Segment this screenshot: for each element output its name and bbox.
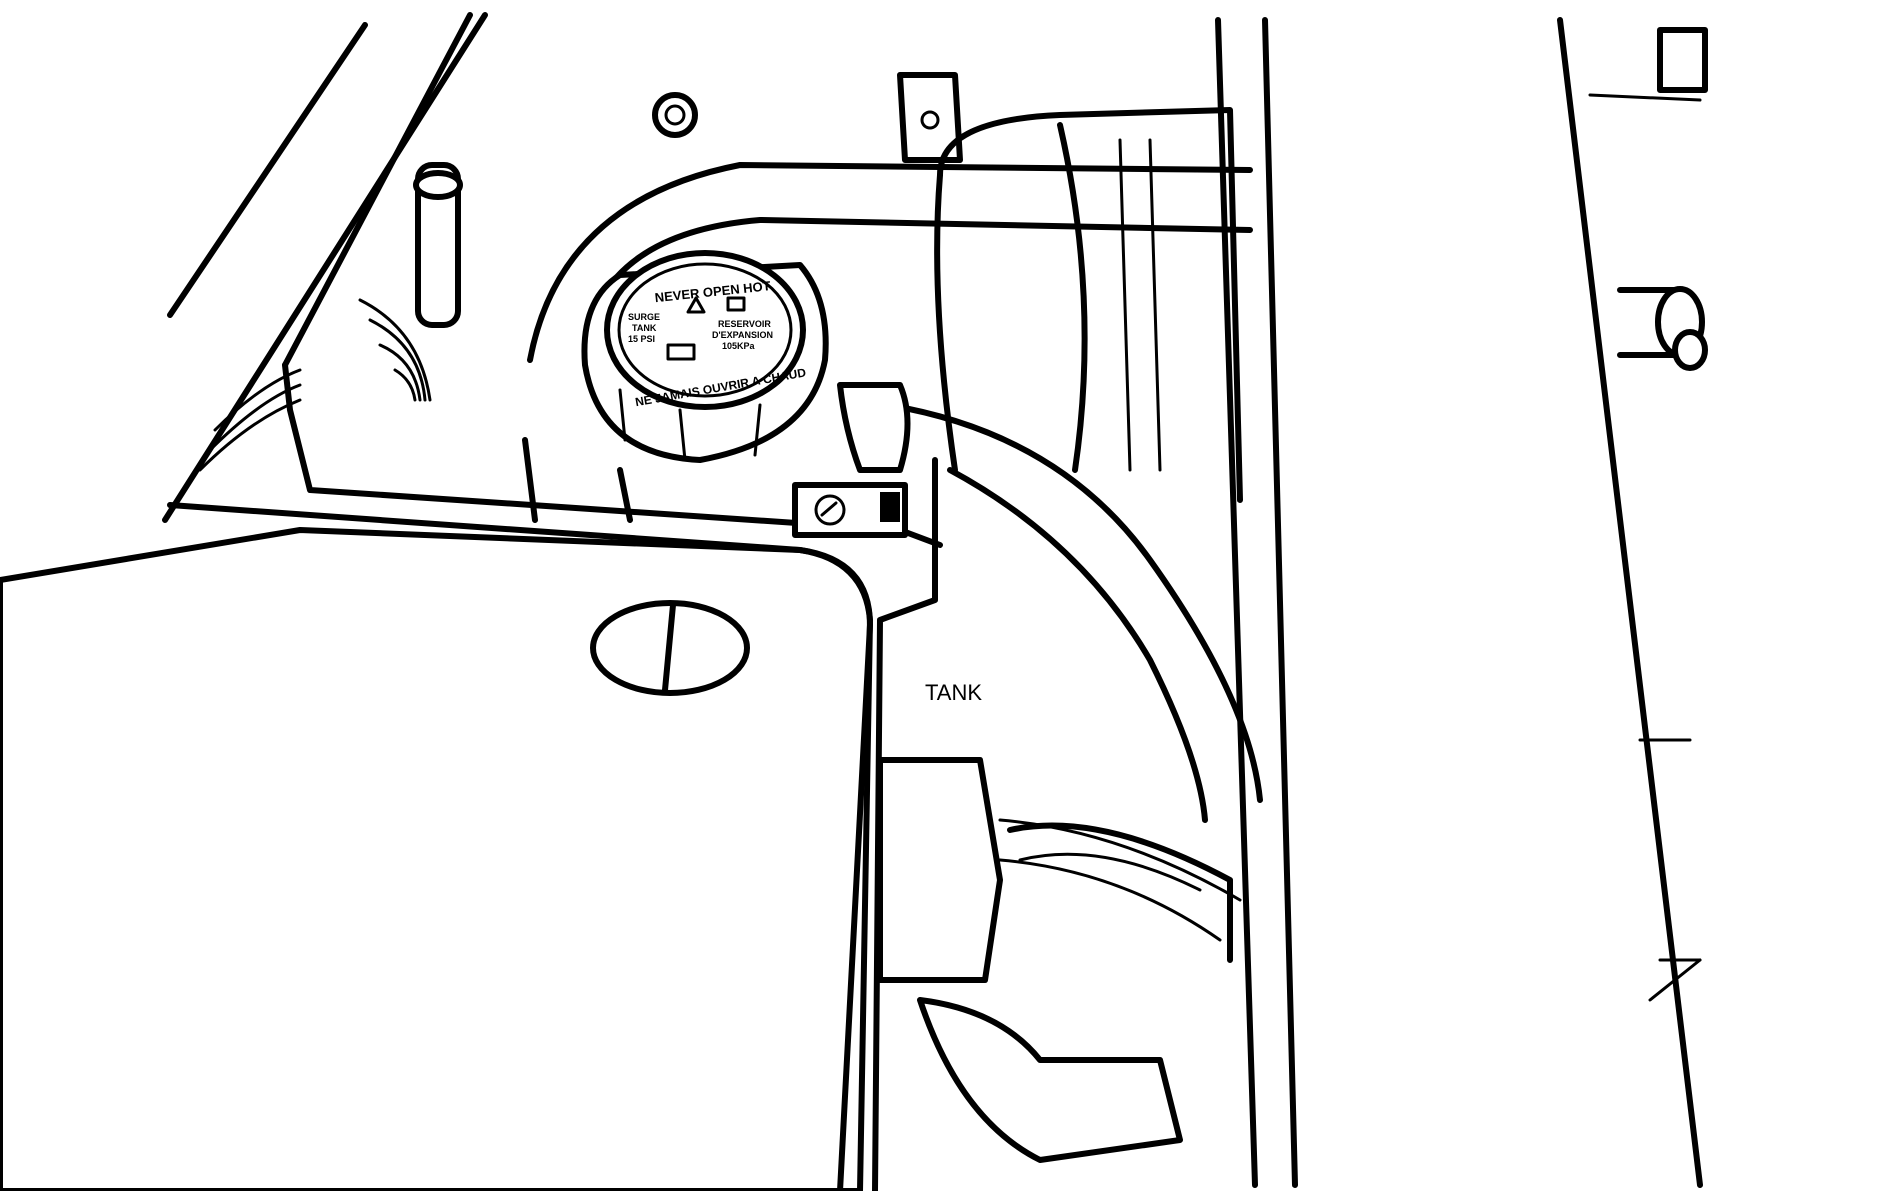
hood-edge xyxy=(162,12,488,523)
cap-text-kpa: 105KPa xyxy=(722,341,756,351)
strut-tower-edges xyxy=(1215,17,1703,1188)
book-manual-icon xyxy=(726,296,746,312)
oil-fill-cap xyxy=(590,600,750,696)
cap-text-tank: TANK xyxy=(632,323,657,333)
cap-text-psi: 15 PSI xyxy=(628,334,655,344)
tank-label: TANK xyxy=(925,680,983,705)
cap-text-reservoir: RESERVOIR xyxy=(718,319,771,329)
hose-clamp xyxy=(837,382,911,473)
engine-cover-panel xyxy=(0,502,873,1191)
top-right-connector xyxy=(1588,27,1708,102)
radiator-cap: NEVER OPEN HOT NE JAMAIS OUVRIR A CHAUD … xyxy=(581,250,829,463)
right-slats xyxy=(1638,738,1702,1002)
coolant-hose xyxy=(847,397,1263,823)
bracket xyxy=(897,72,963,163)
pipe-stub xyxy=(1617,286,1708,371)
coil-spring xyxy=(358,298,432,402)
air-intake-duct xyxy=(934,107,1243,503)
lower-hose-clamp xyxy=(877,757,1233,1163)
radiator-icon xyxy=(666,343,696,361)
cap-text-surge: SURGE xyxy=(628,312,660,322)
bolt xyxy=(652,92,698,138)
tank-label-plate xyxy=(792,482,908,538)
warning-triangle-icon xyxy=(686,296,706,314)
sensor-connector xyxy=(413,162,463,328)
wiring-conduit xyxy=(998,818,1242,942)
cap-text-dexpansion: D'EXPANSION xyxy=(712,330,773,340)
tray-box xyxy=(282,12,943,548)
